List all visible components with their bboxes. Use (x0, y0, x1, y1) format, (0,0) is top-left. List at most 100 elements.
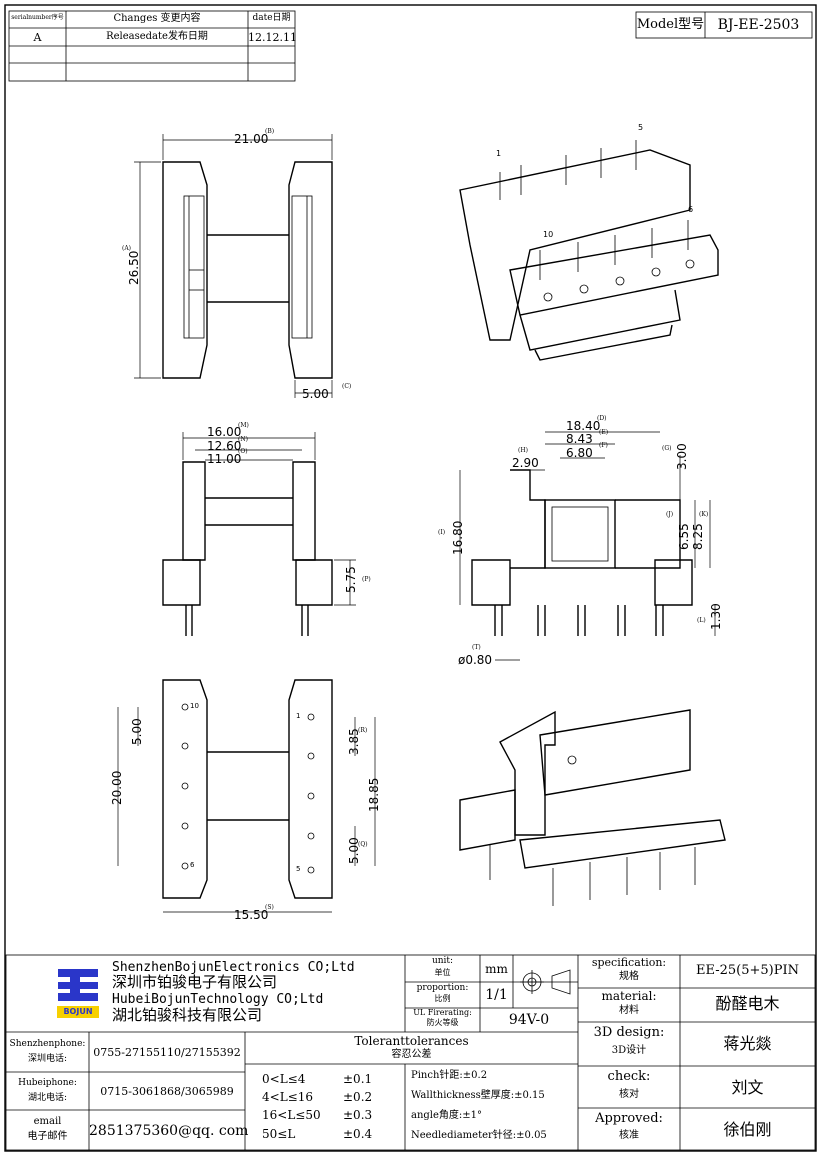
approved-value: 徐伯刚 (723, 1120, 772, 1139)
dim-front-3: 11.00 (207, 452, 242, 466)
dim-side-10: ø0.80 (458, 653, 493, 667)
dim-side-5-tag: (G) (662, 445, 672, 452)
pin-label-6: 6 (688, 205, 694, 214)
dim-bottom-6: 15.50 (234, 908, 269, 922)
fire-label: UL Firerating: (413, 1008, 472, 1017)
tol-value-0: ±0.1 (343, 1072, 373, 1086)
dim-side-10-tag: (T) (472, 644, 481, 651)
material-label: material: (601, 989, 657, 1003)
dim-front-2: 12.60 (207, 439, 242, 453)
check-value: 刘文 (731, 1078, 764, 1097)
contact-email-label-cn: 电子邮件 (27, 1131, 68, 1142)
unit-label: unit: (431, 956, 454, 966)
contact-shenzhen-value: 0755-27155110/27155392 (93, 1046, 241, 1059)
dim-side-3-tag: (F) (599, 442, 608, 449)
tol-note-needle: Needlediameter针径:±0.05 (411, 1130, 547, 1141)
fire-label-cn: 防火等级 (426, 1018, 459, 1027)
tol-note-pinch: Pinch针距:±0.2 (411, 1070, 488, 1081)
tol-range-2: 16<L≤50 (262, 1108, 321, 1122)
tolerance-title: Toleranttolerances (354, 1034, 469, 1048)
dim-side-4: 2.90 (512, 456, 539, 470)
dim-bottom-6-tag: (S) (265, 904, 274, 911)
dim-side-3: 6.80 (566, 446, 593, 460)
dim-side-9-tag: (L) (697, 617, 706, 624)
dim-front-4-tag: (P) (362, 576, 371, 583)
bottom-view (117, 679, 376, 913)
dim-top-flange-tag: (C) (342, 383, 352, 390)
spec-label-cn: 规格 (619, 971, 639, 982)
company-cn-2: 湖北铂骏科技有限公司 (112, 1006, 263, 1024)
sheet-border (4, 4, 817, 1152)
model-box (635, 11, 813, 39)
tol-range-3: 50≤L (262, 1127, 296, 1141)
side-view (459, 431, 716, 661)
rev-row-date: 12.12.11 (248, 31, 297, 44)
check-label: check: (607, 1069, 651, 1084)
rev-header-serial: serialnumber序号 (11, 14, 64, 21)
dim-top-height-tag: (A) (122, 245, 132, 252)
fire-value: 94V-0 (508, 1012, 550, 1028)
pin-label-5: 5 (638, 123, 644, 132)
tol-range-1: 4<L≤16 (262, 1090, 313, 1104)
tol-range-0: 0<L≤4 (262, 1072, 306, 1086)
contact-hubei-value: 0715-3061868/3065989 (100, 1085, 234, 1098)
dim-front-2-tag: (N) (238, 436, 248, 443)
bottom-pin-1: 1 (296, 712, 301, 720)
design-label: 3D design: (593, 1025, 665, 1040)
dim-side-1-tag: (D) (597, 415, 607, 422)
tol-value-2: ±0.3 (343, 1108, 373, 1122)
approved-label: Approved: (595, 1111, 663, 1126)
spec-value: EE-25(5+5)PIN (696, 963, 799, 978)
rev-row-changes: Releasedate发布日期 (106, 31, 208, 42)
contact-email-value: 2851375360@qq. com (89, 1123, 249, 1139)
bottom-pin-10: 10 (190, 702, 199, 710)
tol-note-wall: Wallthickness壁厚度:±0.15 (411, 1090, 545, 1101)
title-block-grid (5, 954, 816, 1151)
tol-value-3: ±0.4 (343, 1127, 373, 1141)
bojun-logo (57, 969, 99, 1018)
spec-label: specification: (591, 956, 667, 969)
dim-top-width-tag: (B) (265, 128, 275, 135)
contact-hubei-label-cn: 湖北电话: (27, 1093, 68, 1103)
tol-note-angle: angle角度:±1° (411, 1110, 483, 1121)
design-label-cn: 3D设计 (611, 1045, 647, 1056)
tol-value-1: ±0.2 (343, 1090, 373, 1104)
check-label-cn: 核对 (619, 1089, 639, 1100)
top-view (134, 134, 333, 398)
contact-hubei-label: Hubeiphone: (18, 1078, 77, 1088)
dim-top-width: 21.00 (234, 132, 269, 146)
revision-table-grid (8, 10, 296, 82)
dim-side-2-tag: (E) (599, 429, 609, 436)
pin-label-10: 10 (543, 230, 554, 239)
dim-side-6: 16.80 (451, 520, 465, 555)
model-value: BJ-EE-2503 (717, 17, 800, 33)
bottom-pin-5: 5 (296, 865, 301, 873)
company-en-1: ShenzhenBojunElectronics CO;Ltd (112, 960, 355, 975)
dim-front-3-tag: (O) (238, 448, 248, 455)
pin-label-1: 1 (496, 149, 502, 158)
dim-side-5: 3.00 (675, 443, 689, 470)
dim-side-1: 18.40 (566, 419, 601, 433)
dim-bottom-5-tag: (Q) (358, 841, 368, 848)
iso-view-bottom (459, 709, 726, 906)
unit-value: mm (485, 962, 508, 976)
approved-label-cn: 核准 (619, 1130, 639, 1141)
dim-front-4: 5.75 (344, 566, 358, 593)
dim-front-1-tag: (M) (238, 422, 249, 429)
design-value: 蒋光燚 (723, 1034, 772, 1053)
unit-label-cn: 单位 (434, 968, 451, 977)
proportion-label: proportion: (416, 983, 469, 993)
iso-view-top (459, 140, 719, 361)
company-cn-1: 深圳市铂骏电子有限公司 (112, 973, 278, 991)
bottom-pin-6: 6 (190, 861, 195, 869)
rev-header-changes: Changes 变更内容 (113, 13, 201, 24)
dim-side-9: 1.30 (709, 603, 723, 630)
rev-header-date: date日期 (252, 13, 291, 23)
dim-side-4-tag: (H) (518, 447, 528, 454)
dim-side-8: 8.25 (691, 523, 705, 550)
contact-shenzhen-label: Shenzhenphone: (9, 1039, 86, 1049)
dim-side-8-tag: (K) (699, 511, 709, 518)
company-en-2: HubeiBojunTechnology CO;Ltd (112, 992, 324, 1007)
dim-side-6-tag: (I) (438, 529, 446, 536)
